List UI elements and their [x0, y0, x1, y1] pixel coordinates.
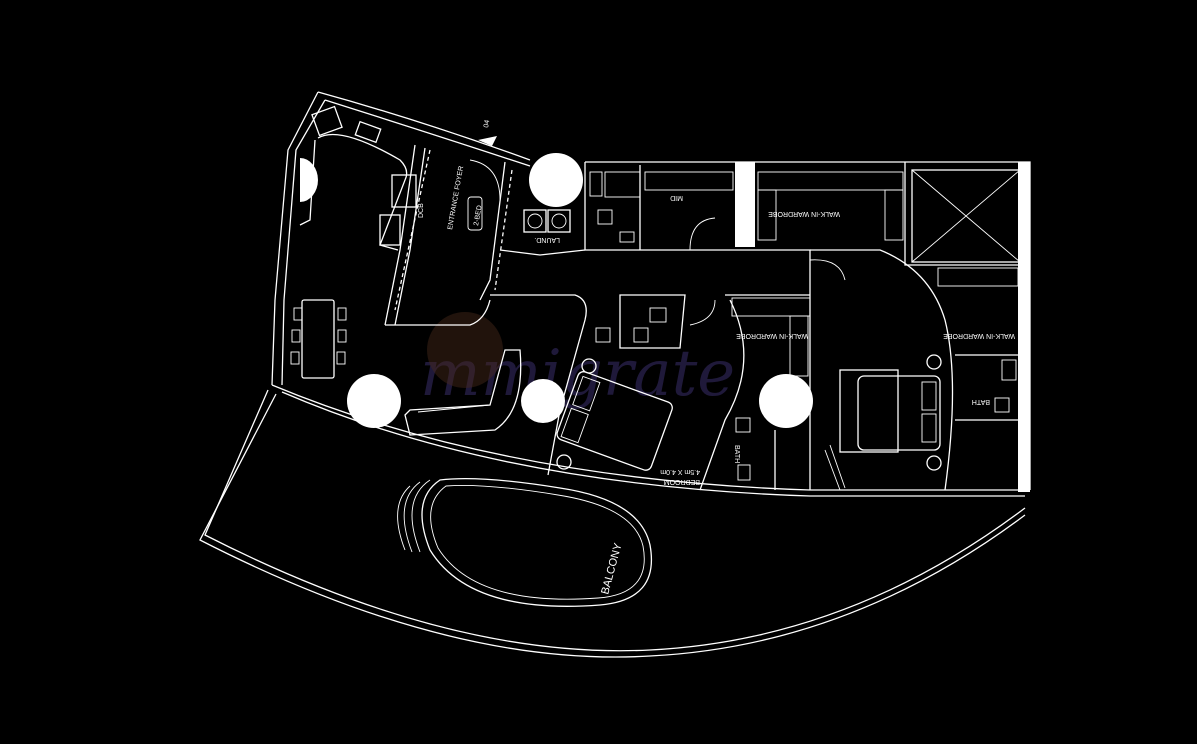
watermark-logo: mmigrate [420, 337, 735, 411]
laundry: LAUND. [523, 209, 571, 243]
svg-text:04: 04 [483, 119, 491, 128]
balcony: BALCONY [199, 389, 1026, 658]
wardrobe-label-3: WALK-IN WARDROBE [943, 332, 1015, 339]
wardrobe-label-2: WALK-IN WARDROBE [736, 332, 808, 339]
laundry-label: LAUND. [534, 236, 560, 243]
unit-type-badge: 2-BED [467, 196, 484, 231]
lift-shaft [911, 169, 1021, 263]
master-bed [839, 354, 942, 471]
kitchen: DCB [299, 105, 425, 251]
dining-table [290, 299, 347, 379]
bath-label-1: BATH [733, 445, 740, 463]
wardrobe-label-1: WALK-IN WARDROBE [768, 210, 840, 217]
entrance-label: ENTRANCE FOYER [447, 166, 465, 231]
interior-walls [384, 144, 1020, 491]
columns [300, 153, 813, 428]
watermark-logo-mark [427, 312, 503, 388]
maid-bath: MID [589, 171, 683, 243]
maid-label: MID [670, 194, 683, 201]
bedroom-size: 4.5m X 4.0m [660, 468, 700, 475]
kitchen-tag: DCB [418, 203, 425, 218]
svg-text:2-BED: 2-BED [473, 205, 483, 227]
wardrobe-shelving [644, 171, 1019, 377]
north-marker: 04 [478, 119, 497, 146]
sofa [404, 349, 522, 436]
bedroom-label: BEDROOM [664, 478, 700, 485]
bedroom-bed: BEDROOM 4.5m X 4.0m [556, 358, 700, 485]
bath-label-2: BATH [972, 398, 990, 405]
outer-walls [271, 91, 1031, 497]
bath-fixtures: BATH BATH [595, 307, 1017, 481]
balcony-label: BALCONY [599, 541, 624, 596]
